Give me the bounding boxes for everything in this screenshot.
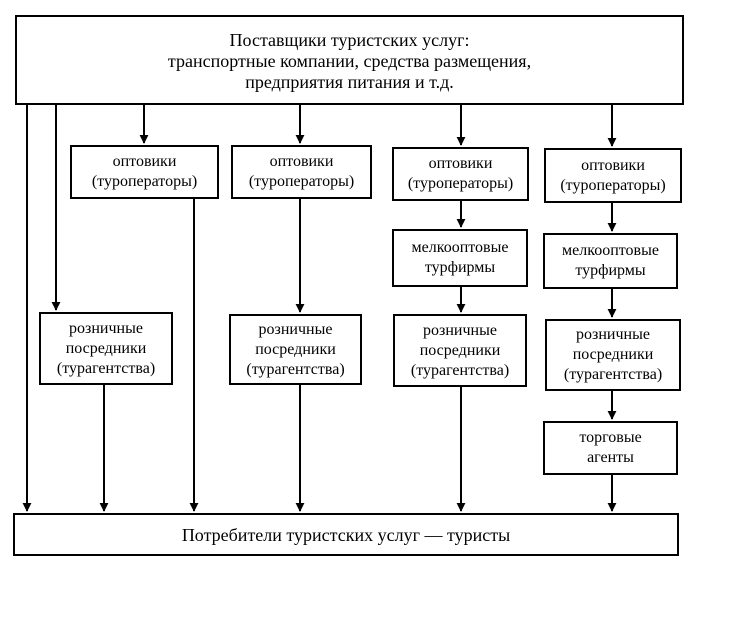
retail-box-1: розничные посредники (турагентства): [39, 312, 173, 385]
wholesaler-box-1: оптовики (туроператоры): [70, 145, 219, 199]
retail-box-4: розничные посредники (турагентства): [545, 319, 681, 391]
retail-box-2: розничные посредники (турагентства): [229, 314, 362, 385]
retail-box-3: розничные посредники (турагентства): [393, 314, 527, 387]
small-wholesale-box-3: мелкооптовые турфирмы: [392, 229, 528, 287]
sales-agents-box: торговые агенты: [543, 421, 678, 475]
suppliers-box: Поставщики туристских услуг: транспортны…: [15, 15, 684, 105]
wholesaler-box-4: оптовики (туроператоры): [544, 148, 682, 203]
wholesaler-box-3: оптовики (туроператоры): [392, 147, 529, 201]
wholesaler-box-2: оптовики (туроператоры): [231, 145, 372, 199]
small-wholesale-box-4: мелкооптовые турфирмы: [543, 233, 678, 289]
consumers-box: Потребители туристских услуг — туристы: [13, 513, 679, 556]
